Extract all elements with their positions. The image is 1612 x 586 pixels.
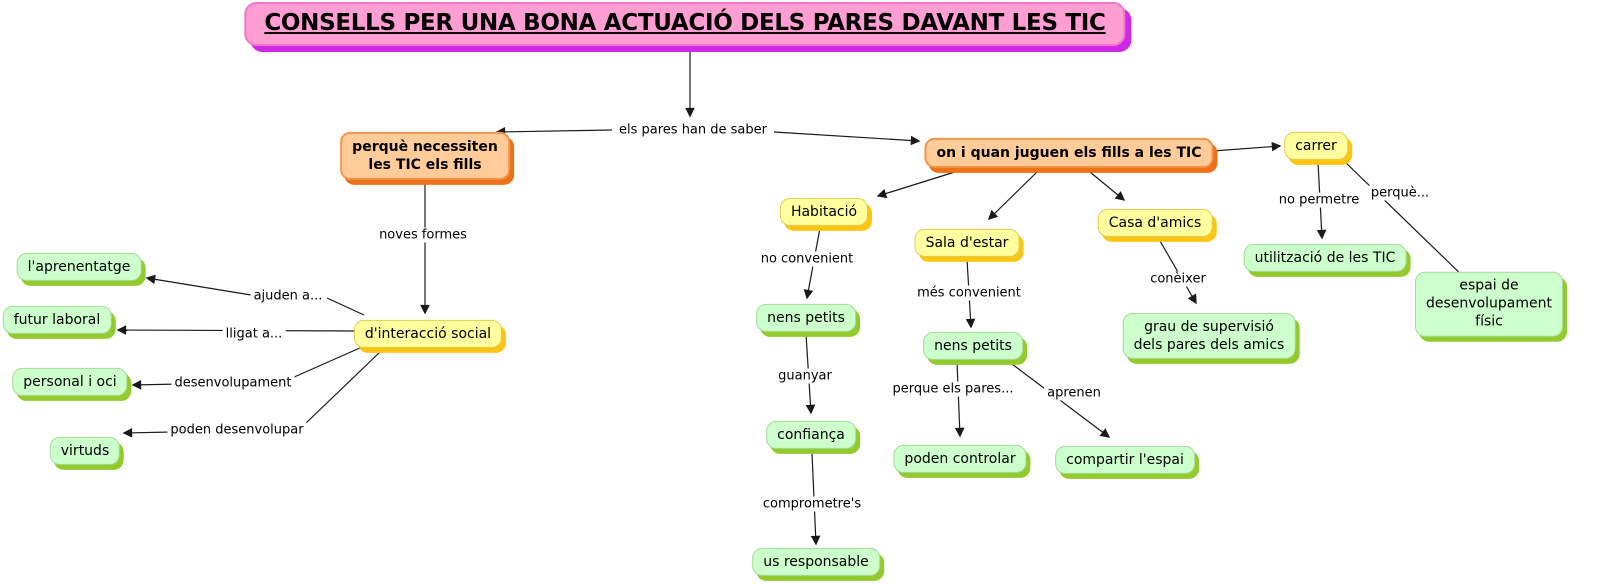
node-perque-necessiten[interactable]: perquè necessiten les TIC els fills [340,131,510,181]
node-virtuds[interactable]: virtuds [49,436,121,466]
edge-onquan-to-carrer [1212,141,1282,152]
edge-label-els-pares-han-de-saber: els pares han de saber [616,122,770,138]
edge-label-coneixer: conèixer [1147,271,1209,287]
node-grau-supervisio[interactable]: grau de supervisió dels pares dels amics [1122,312,1296,360]
node-utilitzacio-tic[interactable]: utilització de les TIC [1243,243,1407,273]
edge-interaccio-to-desenvolupament [291,346,363,379]
edge-label-ajuden-a: ajuden a... [250,288,326,304]
node-nens-petits-2[interactable]: nens petits [923,331,1023,361]
edge-label-guanyar: guanyar [775,368,835,384]
edge-saber-to-perque-necessiten [495,127,613,137]
node-poden-controlar[interactable]: poden controlar [893,444,1027,474]
node-carrer[interactable]: carrer [1284,131,1348,161]
node-aprenentatge[interactable]: l'aprenentatge [16,252,142,282]
node-habitacio[interactable]: Habitació [779,197,869,227]
node-interaccio-social[interactable]: d'interacció social [353,319,503,349]
node-compartir-espai[interactable]: compartir l'espai [1055,445,1195,475]
node-on-i-quan[interactable]: on i quan juguen els fills a les TIC [924,137,1214,169]
node-futur-laboral[interactable]: futur laboral [2,305,112,335]
edge-label-perque-els-pares: perque els pares... [889,381,1017,397]
edge-label-noves-formes: noves formes [376,227,470,243]
node-nens-petits-1[interactable]: nens petits [756,303,856,333]
node-map-title[interactable]: CONSELLS PER UNA BONA ACTUACIÓ DELS PARE… [244,2,1126,46]
edge-label-mes-convenient: més convenient [914,285,1024,301]
edge-label-no-convenient: no convenient [757,251,857,267]
node-espai-fisic[interactable]: espai de desenvolupament físic [1415,271,1563,337]
edge-ajuden-to-aprenentatge [145,274,252,296]
node-us-responsable[interactable]: us responsable [752,547,880,577]
edge-label-comprometres: comprometre's [759,496,865,512]
edge-onquan-to-habitacio [876,170,959,199]
node-sala-destar[interactable]: Sala d'estar [914,228,1020,258]
edge-label-perque: perquè... [1367,185,1433,201]
edge-label-no-permetre: no permetre [1275,192,1363,208]
edge-interaccio-to-poden-desenvolupar [304,351,381,425]
edge-label-desenvolupament: desenvolupament [171,375,295,391]
edge-interaccio-to-ajuden [326,297,365,316]
edge-label-poden-desenvolupar: poden desenvolupar [167,422,307,438]
edge-carrer-to-espai [1342,159,1470,283]
edge-onquan-to-sala [987,171,1038,221]
edge-saber-to-on-i-quan [773,131,921,146]
edge-nens2-to-controlar [954,361,965,438]
node-casa-damics[interactable]: Casa d'amics [1097,208,1213,238]
node-confianca[interactable]: confiança [766,420,856,450]
edge-label-lligat-a: lligat a... [222,326,286,342]
edge-label-aprenen: aprenen [1044,385,1104,401]
node-personal-i-oci[interactable]: personal i oci [12,367,128,397]
edge-poden-desenvolupar-to-virtuds [122,428,173,438]
edge-onquan-to-casa-amics [1089,171,1126,201]
